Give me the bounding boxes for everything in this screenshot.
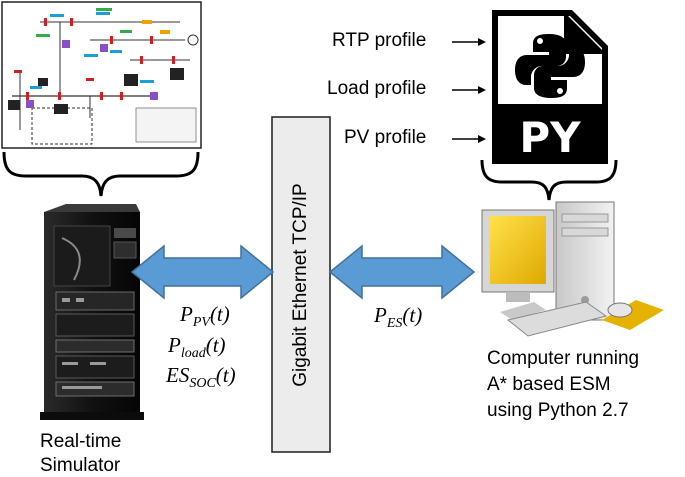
py-extension-label: PY bbox=[519, 113, 581, 162]
tcp-ip-box bbox=[271, 116, 331, 453]
signal-essoc: ESSOC(t) bbox=[166, 363, 236, 392]
signal-pload: Pload(t) bbox=[168, 333, 226, 362]
left-bidirectional-arrow bbox=[130, 244, 275, 300]
load-profile-label: Load profile bbox=[327, 78, 427, 99]
grid-schematic-image bbox=[1, 1, 202, 149]
python-bracket bbox=[480, 159, 618, 201]
pv-profile-label: PV profile bbox=[344, 127, 427, 148]
computer-label-line1: Computer running bbox=[487, 348, 640, 369]
computer-label-line2: A* based ESM bbox=[487, 374, 611, 395]
python-file-icon: PY bbox=[492, 10, 608, 164]
rtp-profile-label: RTP profile bbox=[332, 30, 427, 51]
network-label: Gigabit Ethernet TCP/IP bbox=[290, 182, 311, 387]
simulator-label-line1: Real-time bbox=[40, 431, 122, 452]
right-bidirectional-arrow bbox=[328, 244, 476, 300]
simulator-label-line2: Simulator bbox=[40, 455, 121, 476]
opal-rt-rack bbox=[40, 204, 144, 420]
simulator-bracket bbox=[2, 151, 200, 197]
computer-label-line3: using Python 2.7 bbox=[487, 400, 629, 421]
signal-ppv: PPV(t) bbox=[180, 302, 230, 331]
signal-pes: PES(t) bbox=[374, 303, 423, 332]
network-label-box: Gigabit Ethernet TCP/IP bbox=[272, 117, 330, 452]
computer-icon bbox=[481, 201, 664, 337]
